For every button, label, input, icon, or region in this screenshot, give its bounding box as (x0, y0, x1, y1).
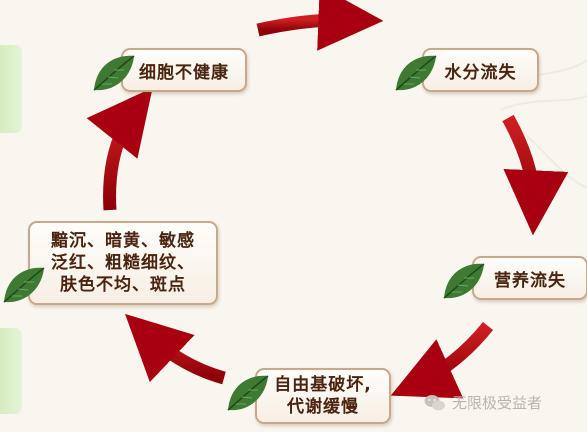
node-nutrient-loss: 营养流失 (472, 256, 587, 300)
node-water-loss: 水分流失 (422, 48, 539, 92)
leaf-icon (93, 55, 135, 91)
node-skin-symptoms: 黯沉、暗黄、敏感 泛红、粗糙细纹、 肤色不均、斑点 (28, 221, 218, 305)
node-free-radical-line-2: 代谢缓慢 (287, 397, 359, 417)
leaf-icon (395, 55, 437, 91)
node-unhealthy-cells-text: 细胞不健康 (139, 62, 229, 83)
leaf-icon (3, 267, 45, 303)
leaf-icon (227, 375, 269, 411)
watermark-text: 无限极受益者 (452, 394, 543, 412)
node-skin-symptoms-line-3: 肤色不均、斑点 (60, 275, 186, 295)
node-skin-symptoms-line-1: 黯沉、暗黄、敏感 (51, 231, 195, 251)
arrow-right-upper (502, 114, 569, 236)
arrow-bottom-left (125, 313, 226, 385)
node-water-loss-text: 水分流失 (444, 62, 517, 83)
watermark: 无限极受益者 (424, 392, 542, 413)
node-free-radical-damage: 自由基破坏, 代谢缓慢 (255, 368, 391, 424)
wechat-icon (424, 394, 445, 410)
leaf-icon (443, 263, 485, 299)
node-free-radical-line-1: 自由基破坏, (274, 375, 372, 395)
node-skin-symptoms-line-2: 泛红、粗糙细纹、 (51, 253, 195, 273)
arrow-right-lower (390, 321, 494, 399)
node-unhealthy-cells: 细胞不健康 (121, 48, 247, 92)
arrow-top (256, 0, 384, 51)
node-nutrient-loss-text: 营养流失 (494, 270, 566, 291)
left-decor-tab-bottom (0, 328, 22, 414)
arrow-left (86, 87, 153, 211)
left-decor-tab-top (0, 45, 22, 133)
